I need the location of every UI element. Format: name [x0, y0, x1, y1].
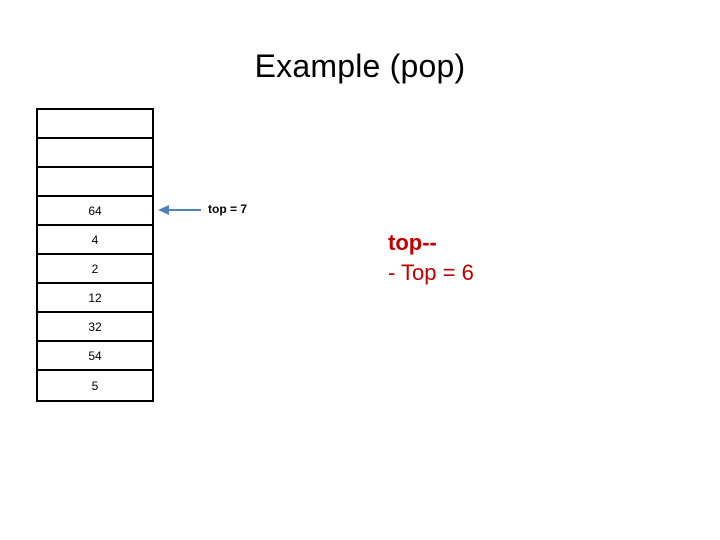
operation-note-line1: top--	[388, 230, 437, 255]
stack-cell: 4	[38, 226, 152, 255]
top-pointer-label: top = 7	[208, 202, 248, 216]
stack-diagram: 64 4 2 12 32 54 5	[36, 108, 154, 402]
left-arrow-icon	[158, 205, 201, 215]
stack-cell: 12	[38, 284, 152, 313]
stack-cell: 32	[38, 313, 152, 342]
stack-cell	[38, 139, 152, 168]
stack-cell	[38, 168, 152, 197]
stack-cell: 54	[38, 342, 152, 371]
operation-note-line2: - Top = 6	[388, 260, 474, 285]
stack-cell: 2	[38, 255, 152, 284]
stack-cell: 5	[38, 371, 152, 400]
stack-cell: 64	[38, 197, 152, 226]
stack-cell	[38, 110, 152, 139]
page-title: Example (pop)	[254, 48, 466, 84]
operation-note: top-- - Top = 6	[388, 228, 474, 288]
